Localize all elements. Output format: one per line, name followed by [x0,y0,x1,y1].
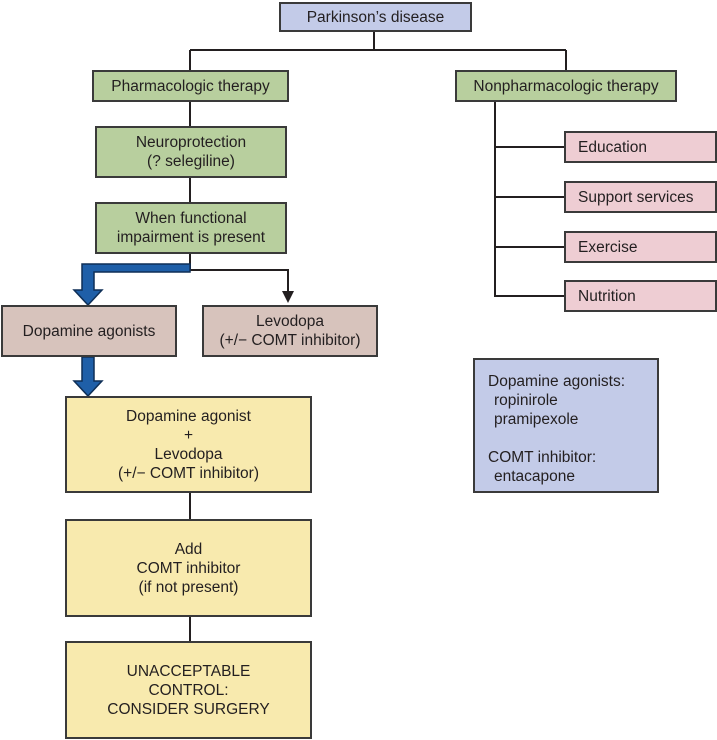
neuroprotection-line-2: (? selegiline) [147,153,235,170]
nonpharm-item-nutrition: Nutrition [564,280,717,312]
neuroprotection-line-1: Neuroprotection [135,134,247,151]
drug-legend-box: Dopamine agonists: ropinirole pramipexol… [473,358,659,493]
legend-item-ropinirole: ropinirole [494,392,558,409]
consider-surgery-node: UNACCEPTABLE CONTROL: CONSIDER SURGERY [65,641,312,739]
root-node: Parkinson’s disease [279,2,472,32]
support-services-label: Support services [578,188,694,206]
nonpharm-item-exercise: Exercise [564,231,717,263]
neuroprotection-node: Neuroprotection (? selegiline) [95,126,287,178]
legend-group-2-title: COMT inhibitor: [488,449,597,466]
nonpharmacologic-therapy-node: Nonpharmacologic therapy [455,70,677,102]
levodopa-line-2: (+/− COMT inhibitor) [219,332,361,349]
blue-arrow-to-dopamine-agonists [72,263,191,307]
combo-line-1: Dopamine agonist [126,407,251,425]
levodopa-line-1: Levodopa [255,313,325,330]
functional-impairment-node: When functional impairment is present [95,202,287,254]
root-label: Parkinson’s disease [306,8,445,26]
legend-item-entacapone: entacapone [494,468,576,485]
surgery-line-2: CONTROL: [148,681,229,699]
combo-line-2: + [183,426,194,444]
legend-item-pramipexole: pramipexole [494,411,579,428]
functional-line-1: When functional [135,210,247,227]
exercise-label: Exercise [578,238,638,256]
education-label: Education [578,138,647,156]
pharmacologic-label: Pharmacologic therapy [111,77,270,95]
levodopa-node: Levodopa (+/− COMT inhibitor) [202,305,378,357]
add-comt-line-1: Add [174,540,203,558]
combo-line-3: Levodopa [154,445,223,463]
add-comt-line-3: (if not present) [138,578,239,596]
combination-therapy-node: Dopamine agonist + Levodopa (+/− COMT in… [65,396,312,493]
add-comt-line-2: COMT inhibitor [136,559,241,577]
arrowhead-levodopa [282,291,294,303]
arrow-to-levodopa [190,269,289,296]
surgery-line-3: CONSIDER SURGERY [107,700,270,718]
nonpharm-item-education: Education [564,131,717,163]
combo-line-4: (+/− COMT inhibitor) [118,464,259,482]
nonpharmacologic-label: Nonpharmacologic therapy [473,77,659,95]
legend-group-1-title: Dopamine agonists: [488,373,625,390]
dopamine-agonists-node: Dopamine agonists [1,305,177,357]
surgery-line-1: UNACCEPTABLE [126,662,251,680]
dopamine-agonists-label: Dopamine agonists [22,322,156,340]
nutrition-label: Nutrition [578,287,636,305]
blue-arrow-to-combo [72,356,104,398]
nonpharm-item-support-services: Support services [564,181,717,213]
functional-line-2: impairment is present [116,229,266,246]
pharmacologic-therapy-node: Pharmacologic therapy [92,70,289,102]
add-comt-node: Add COMT inhibitor (if not present) [65,519,312,617]
